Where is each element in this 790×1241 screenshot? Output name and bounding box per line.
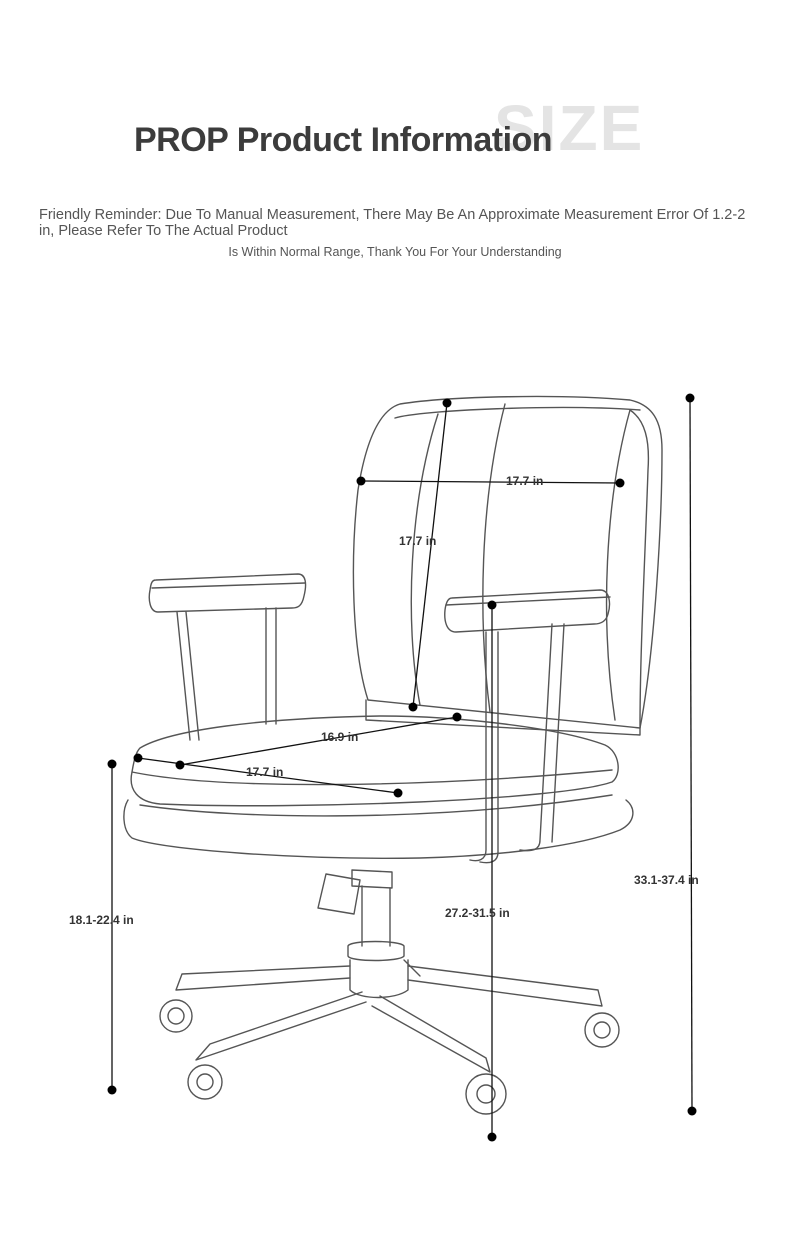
label-seat-depth: 17.7 in (246, 765, 284, 779)
left-armrest-post-rear (265, 607, 277, 725)
right-armrest-pad-top (445, 596, 611, 606)
marker-dot (687, 1106, 697, 1116)
label-seat-height: 18.1-22.4 in (69, 913, 134, 927)
base-leg-right-rear (407, 965, 603, 1007)
marker-dot (615, 478, 625, 488)
label-backrest-width: 17.7 in (506, 474, 544, 488)
marker-dot (442, 398, 452, 408)
marker-dot (356, 476, 366, 486)
right-armrest-post-rear (519, 623, 565, 852)
caster-front-left-inner (196, 1073, 214, 1091)
size-watermark: SIZE (494, 92, 645, 164)
marker-dot (393, 788, 403, 798)
marker-dot (107, 759, 117, 769)
marker-dot (487, 1132, 497, 1142)
gas-cylinder (361, 885, 391, 947)
dim-line-backrest-width (360, 480, 621, 484)
measurement-reminder: Friendly Reminder: Due To Manual Measure… (39, 207, 746, 239)
base-hub (349, 959, 409, 999)
backrest-seam-right (605, 409, 631, 721)
dim-line-overall-height (689, 397, 693, 1112)
right-armrest-pad (444, 589, 611, 633)
base-leg-front-right (371, 995, 491, 1073)
cylinder-collar (347, 940, 405, 962)
caster-right-rear-inner (593, 1021, 611, 1039)
marker-dot (175, 760, 185, 770)
backrest-seam-left (410, 413, 439, 706)
label-backrest-height: 17.7 in (399, 534, 437, 548)
left-armrest-post-outer (176, 611, 191, 741)
backrest-side-panel (629, 409, 650, 729)
caster-front-right-inner (476, 1084, 496, 1104)
label-overall-height: 33.1-37.4 in (634, 873, 699, 887)
right-armrest-post-front (469, 631, 499, 864)
marker-dot (487, 600, 497, 610)
measurement-reminder-note: Is Within Normal Range, Thank You For Yo… (228, 245, 562, 259)
tilt-lever (317, 873, 361, 915)
backrest-bottom-band (365, 699, 641, 736)
page-title: PROP Product Information (134, 121, 553, 159)
seat-cushion-edge (131, 769, 613, 786)
mechanism-block (351, 869, 393, 889)
marker-dot (133, 753, 143, 763)
backrest-outline (352, 395, 663, 729)
base-leg-left-rear (175, 965, 351, 991)
seat-base-mid (139, 794, 613, 817)
left-armrest-post-inner (185, 611, 200, 741)
base-leg-front-left (195, 991, 367, 1061)
left-armrest-pad-top (151, 582, 306, 589)
seat-base (123, 799, 634, 859)
marker-dot (452, 712, 462, 722)
marker-dot (408, 702, 418, 712)
backrest-inner-edge (394, 406, 641, 419)
dim-line-backrest-height (412, 402, 448, 708)
marker-dot (107, 1085, 117, 1095)
seat-cushion (130, 715, 619, 807)
label-seat-width: 16.9 in (321, 730, 359, 744)
caster-left-rear-inner (167, 1007, 185, 1025)
dim-line-seat-width (179, 716, 458, 766)
base-leg-back (403, 959, 421, 977)
marker-dot (685, 393, 695, 403)
label-armrest-height: 27.2-31.5 in (445, 906, 510, 920)
left-armrest-pad (148, 573, 307, 613)
